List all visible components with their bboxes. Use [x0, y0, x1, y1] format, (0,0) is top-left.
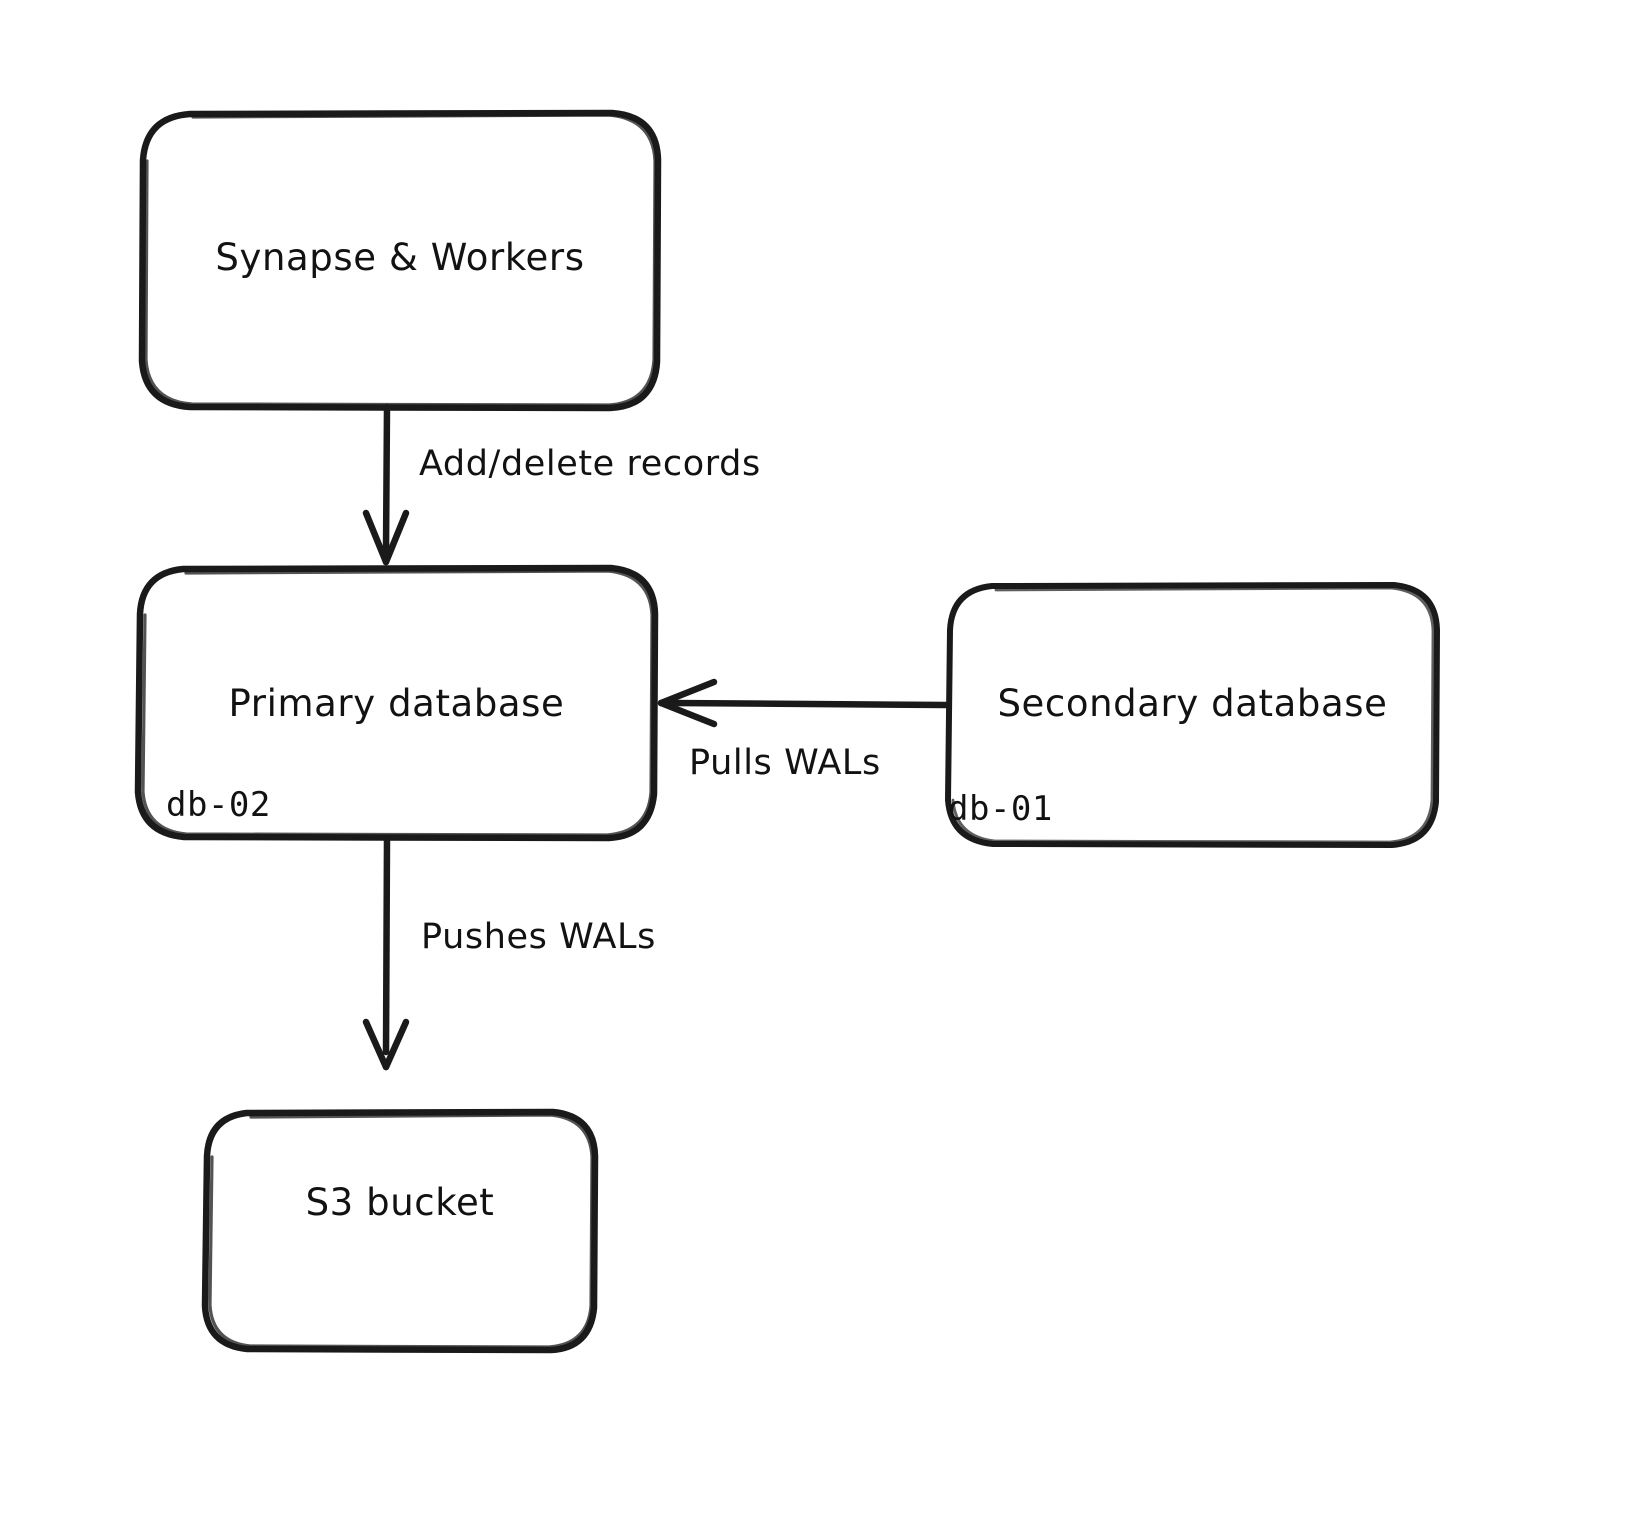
edge-primary-to-s3: [362, 834, 410, 1071]
node-primary-db-shape[interactable]: [134, 564, 659, 842]
edge-synapse-to-primary: [362, 403, 410, 566]
node-secondary-db-shape[interactable]: [945, 582, 1440, 848]
node-synapse-shape[interactable]: [138, 109, 662, 412]
node-s3-bucket-shape[interactable]: [201, 1108, 599, 1354]
edge-secondary-to-primary: [657, 678, 950, 728]
